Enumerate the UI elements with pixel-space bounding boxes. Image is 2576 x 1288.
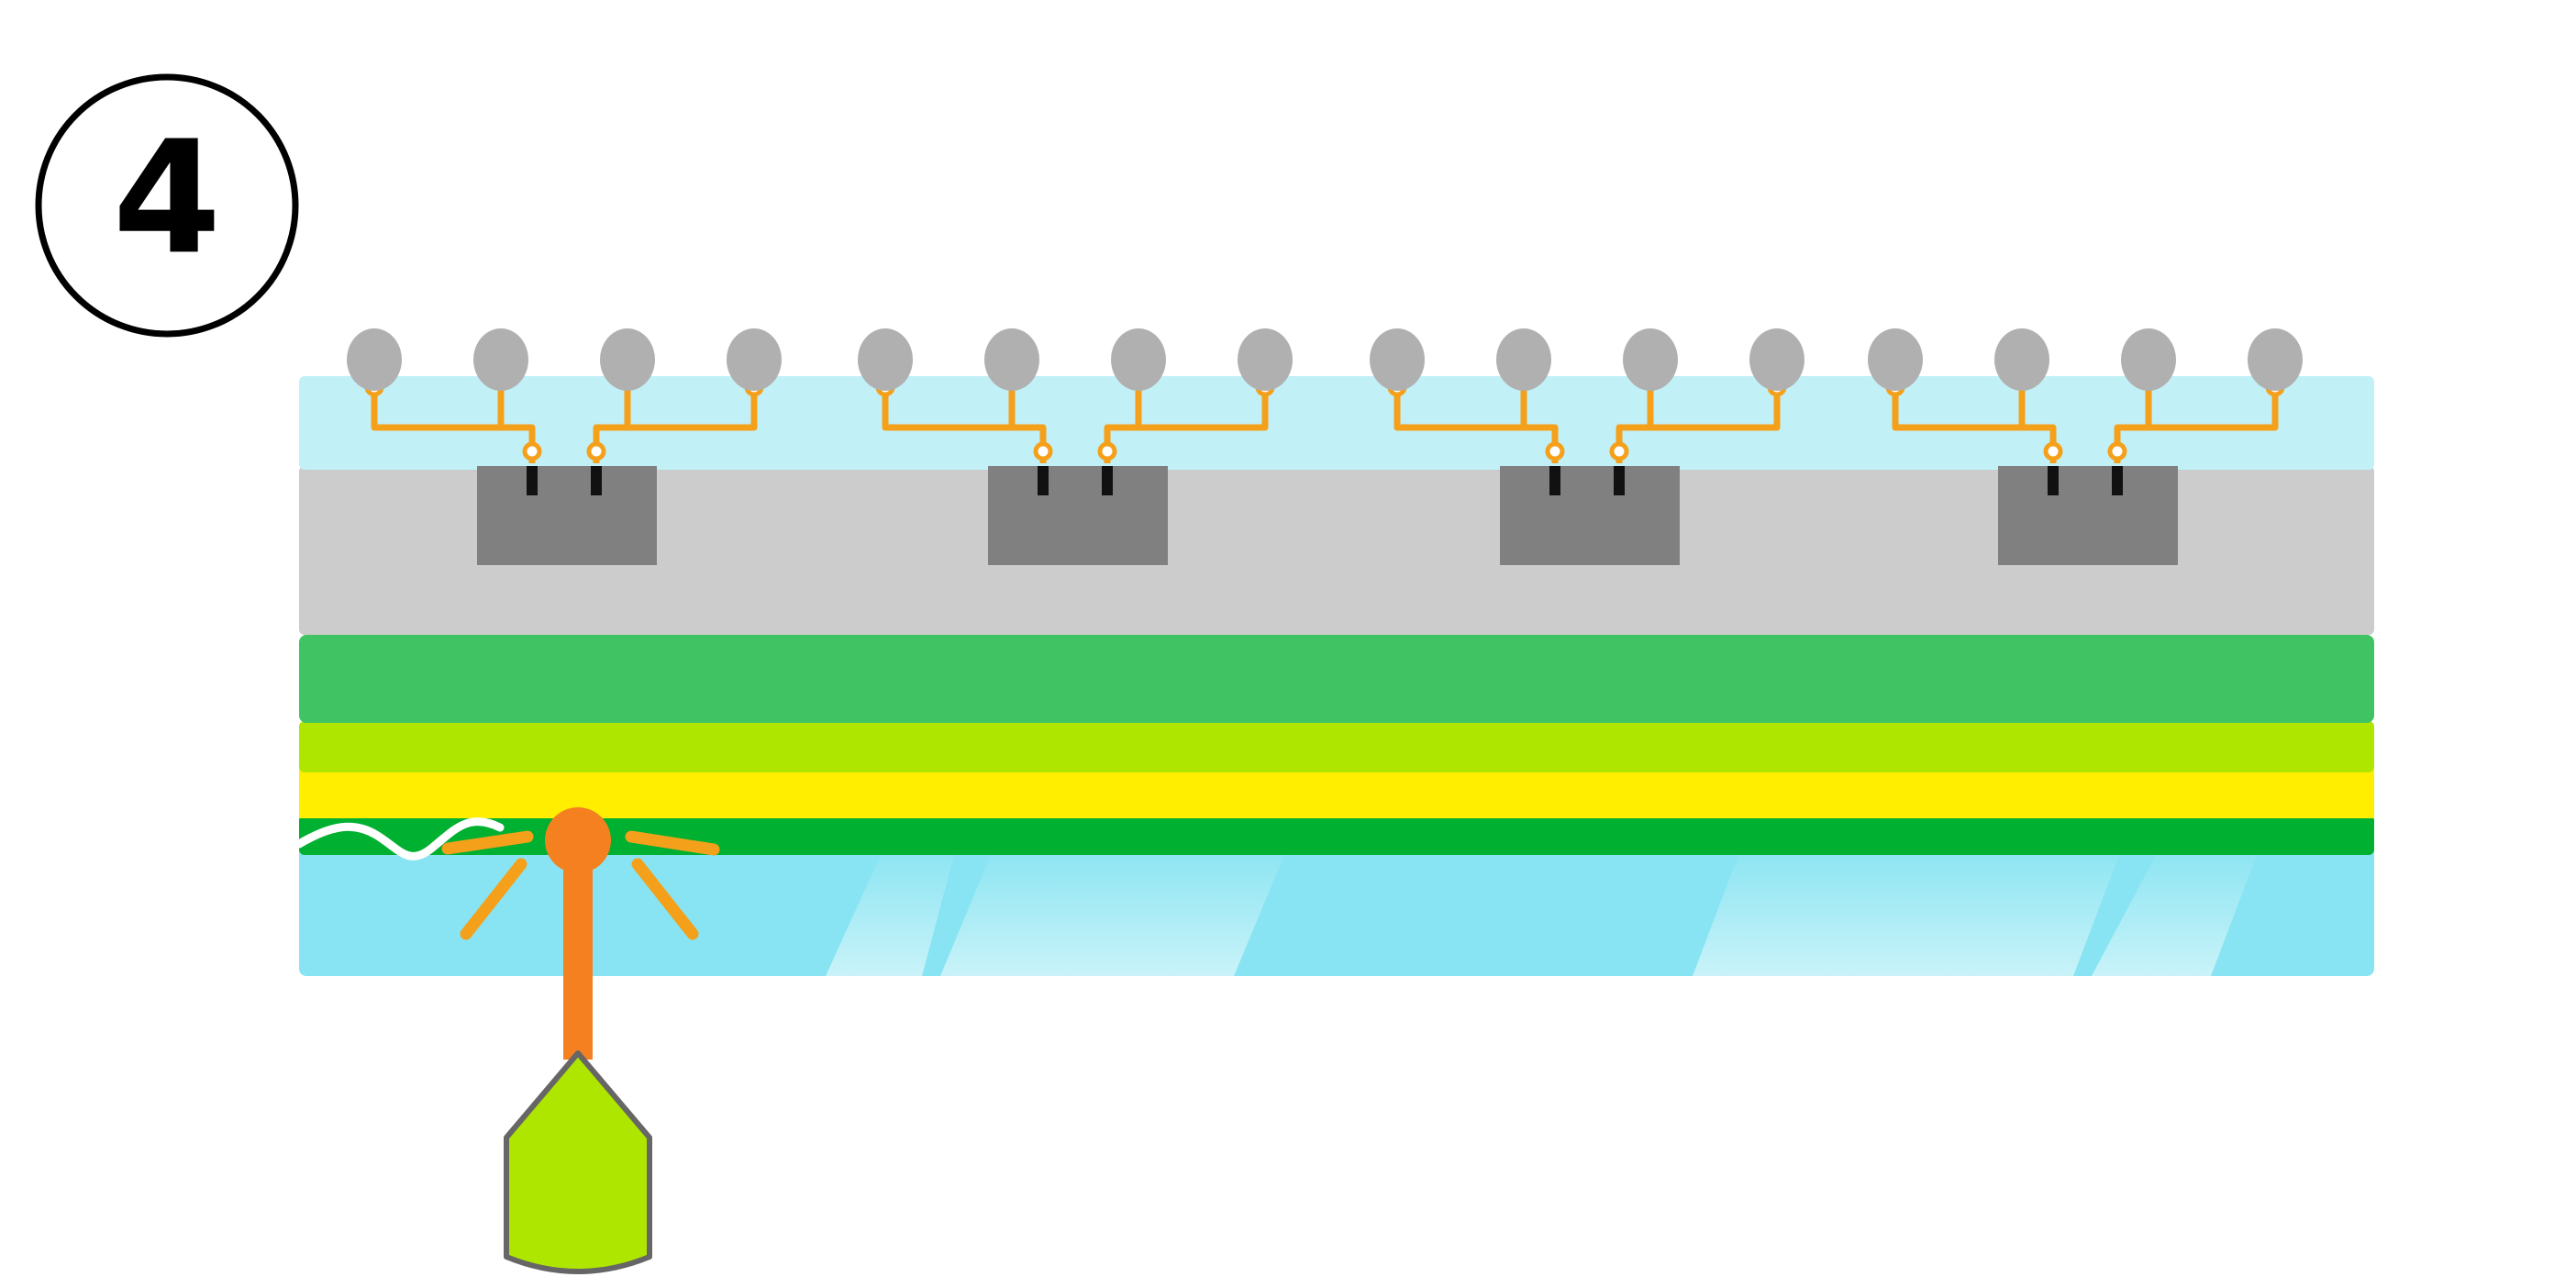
wafer-stack: [299, 328, 2374, 976]
via-pad: [522, 441, 542, 461]
glass-glare-4: [2092, 855, 2257, 976]
die-pad: [1038, 466, 1049, 495]
adhesive-layer-lime: [299, 721, 2374, 772]
step-number-circle: [35, 73, 299, 338]
glass-carrier: [299, 837, 2374, 976]
adhesive-layer-yellow: [299, 769, 2374, 818]
laser-beam: [563, 844, 593, 1060]
laser-head: [504, 1050, 652, 1274]
solder-bump: [473, 328, 528, 391]
via-pad: [2043, 441, 2063, 461]
step-number-label: 4: [113, 107, 221, 289]
chip-die: [477, 466, 657, 565]
solder-bump: [858, 328, 913, 391]
solder-bump: [2121, 328, 2176, 391]
step-number-badge: 4: [35, 73, 299, 338]
die-pad: [1549, 466, 1560, 495]
solder-bump: [727, 328, 782, 391]
die-pad: [2112, 466, 2123, 495]
chip-die: [988, 466, 1168, 565]
die-pad: [591, 466, 602, 495]
glass-glare-3: [1693, 855, 2119, 976]
via-pad: [1609, 441, 1629, 461]
solder-bump: [600, 328, 655, 391]
mold-compound-layer: [299, 466, 2374, 635]
via-pad: [1545, 441, 1565, 461]
solder-bump: [984, 328, 1039, 391]
chip-die: [1500, 466, 1680, 565]
solder-bump: [1994, 328, 2049, 391]
die-pad: [2048, 466, 2059, 495]
via-pad: [586, 441, 606, 461]
redistribution-layer: [299, 376, 2374, 470]
solder-bumps-group: [347, 328, 2303, 391]
laser-debond-tool: [294, 807, 720, 1274]
solder-bump: [347, 328, 402, 391]
glass-glare-2: [940, 855, 1284, 976]
spark-lower-left: [460, 858, 527, 940]
via-pad: [1033, 441, 1053, 461]
glass-glare-1: [826, 855, 954, 976]
spark-right: [625, 830, 720, 856]
spark-left: [441, 830, 534, 855]
solder-bump: [1496, 328, 1551, 391]
laser-focus-point: [545, 807, 611, 873]
solder-bump: [1370, 328, 1425, 391]
spark-lower-right: [631, 858, 699, 940]
solder-bump: [1238, 328, 1293, 391]
laser-sparks: [441, 830, 720, 940]
bonding-layer: [299, 635, 2374, 723]
via-pad: [2107, 441, 2127, 461]
solder-bump: [1111, 328, 1166, 391]
via-pad: [1097, 441, 1117, 461]
release-layer: [299, 815, 2374, 855]
die-pad: [527, 466, 538, 495]
chip-die: [1998, 466, 2178, 565]
solder-bump: [1868, 328, 1923, 391]
release-wave: [294, 817, 505, 861]
solder-bump: [1623, 328, 1678, 391]
die-pad: [1102, 466, 1113, 495]
dies-group: [477, 466, 2178, 565]
solder-bump: [2248, 328, 2303, 391]
solder-bump: [1749, 328, 1804, 391]
die-pad: [1614, 466, 1625, 495]
